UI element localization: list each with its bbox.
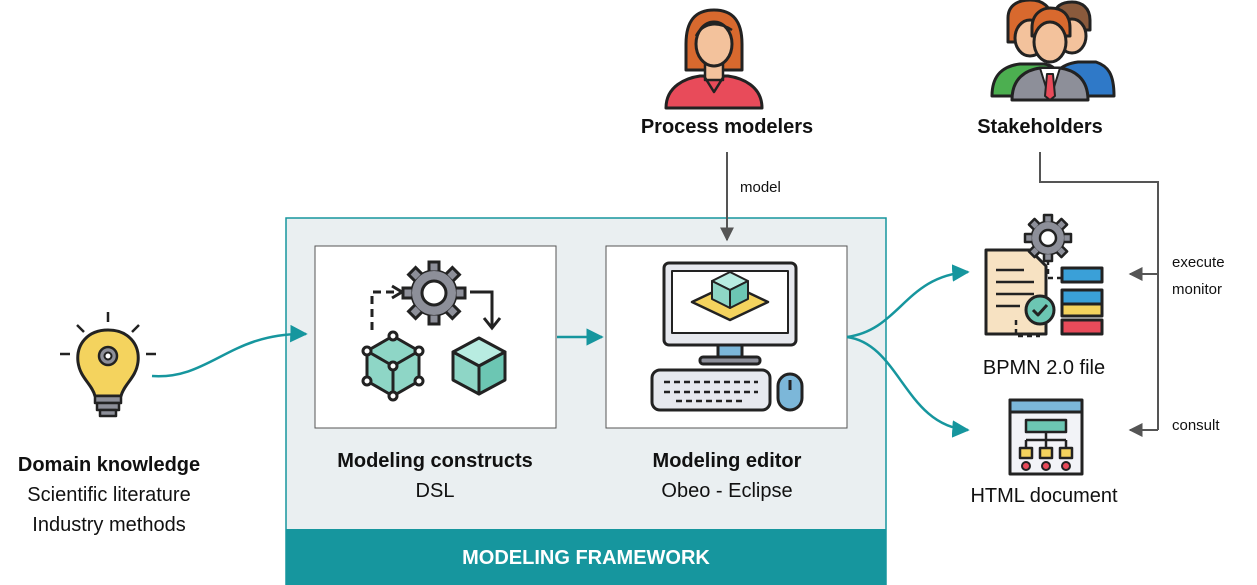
framework-label: MODELING FRAMEWORK (462, 547, 710, 569)
execute-edge-label: execute (1172, 254, 1225, 271)
editor-to-bpmn-arrow (846, 264, 970, 339)
constructs-subtitle: DSL (416, 480, 455, 502)
constructs-title: Modeling constructs (337, 450, 533, 472)
domain-knowledge-line-1: Scientific literature (27, 484, 190, 506)
constructs-box (314, 245, 557, 429)
process-modeler-icon (664, 8, 764, 110)
model-edge-label: model (740, 179, 781, 196)
consult-edge-label: consult (1172, 417, 1220, 434)
domain-knowledge-title: Domain knowledge (18, 454, 200, 476)
bpmn-file-icon (984, 213, 1104, 338)
lightbulb-icon (60, 312, 156, 418)
stakeholders-icon (990, 0, 1116, 102)
html-document-label: HTML document (970, 485, 1118, 507)
domain-knowledge-line-2: Industry methods (32, 514, 185, 536)
constructs-icon (361, 260, 507, 402)
bpmn-file-label: BPMN 2.0 file (983, 357, 1105, 379)
framework-banner (286, 529, 886, 585)
editor-subtitle: Obeo - Eclipse (661, 480, 792, 502)
editor-title: Modeling editor (653, 450, 802, 472)
process-modelers-label: Process modelers (641, 116, 813, 138)
knowledge-to-constructs-arrow (151, 324, 308, 378)
computer-icon (650, 261, 804, 412)
editor-box (605, 245, 848, 429)
html-document-icon (1008, 398, 1084, 476)
editor-to-html-arrow (846, 335, 970, 438)
stakeholders-connector (1039, 152, 1159, 430)
stakeholders-label: Stakeholders (977, 116, 1103, 138)
monitor-edge-label: monitor (1172, 281, 1222, 298)
